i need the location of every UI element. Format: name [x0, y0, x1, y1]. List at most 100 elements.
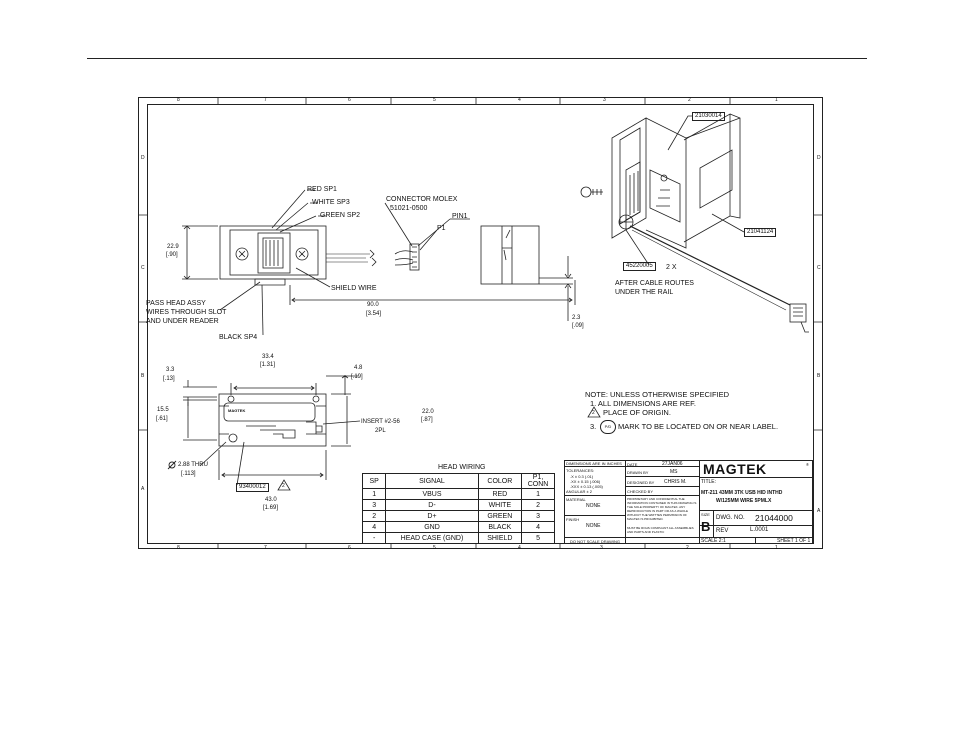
tb-tol1: .X ± 0.3 (.01)	[570, 474, 594, 479]
note-3-text: MARK TO BE LOCATED ON OR NEAR LABEL.	[618, 422, 779, 431]
table-cell: -	[361, 532, 387, 544]
part-tag-93400012: 93400012	[236, 483, 269, 492]
dim-15-5: 15.5	[157, 407, 169, 413]
zone-top-8: 8	[177, 97, 180, 103]
note2-triangle	[587, 406, 601, 418]
dim-3-3: 3.3	[166, 367, 175, 373]
table-cell: 1	[521, 488, 555, 500]
callout-pass-head-1: PASS HEAD ASSY	[146, 300, 206, 307]
tb-proprietary: PROPRIETARY AND CONFIDENTIAL THE INFORMA…	[627, 497, 697, 521]
tb-title-line2: W/125MM WIRE 5PMLX	[716, 498, 772, 504]
callout-insert-2: 2PL	[375, 428, 386, 434]
head-wiring-title: HEAD WIRING	[438, 464, 486, 471]
drawing-frame-inner	[147, 104, 814, 544]
zone-top-4: 4	[518, 97, 521, 103]
zone-left-c: C	[141, 265, 145, 271]
zone-bottom-6: 6	[348, 545, 351, 551]
tb-drawn-value: MS	[670, 469, 678, 475]
callout-thru-hole-2: [.113]	[181, 471, 196, 477]
zone-bottom-7: 7	[264, 545, 267, 551]
tb-no-scale: DO NOT SCALE DRAWING	[570, 539, 621, 544]
note-header: NOTE: UNLESS OTHERWISE SPECIFIED	[585, 390, 730, 399]
callout-pin1: PIN1	[452, 213, 468, 220]
tb-designed-label: DESIGNED BY	[627, 480, 655, 485]
tb-finish-label: FINISH	[566, 517, 580, 522]
page-top-rule	[87, 58, 867, 59]
bottom-view-body	[218, 393, 327, 447]
tb-date-label: DATE	[627, 462, 638, 467]
table-cell: 3	[521, 510, 555, 522]
tb-material-value: NONE	[586, 503, 601, 509]
tb-angular: ANGULAR ± 2	[566, 489, 592, 494]
table-cell: 3	[361, 499, 387, 511]
note-2-text: PLACE OF ORIGIN.	[603, 408, 671, 417]
callout-connector-2: 51021-0500	[390, 205, 428, 212]
title-block-divider	[699, 460, 700, 544]
dim-4-8-in: [.19]	[351, 374, 363, 380]
zone-top-6: 6	[348, 97, 351, 103]
tb-rev-label: REV	[716, 528, 729, 534]
table-cell: GND	[385, 521, 479, 533]
dim-2-3-in: [.09]	[572, 323, 584, 329]
zone-top-5: 5	[433, 97, 436, 103]
tb-sheet: SHEET 1 OF 1	[777, 538, 811, 544]
note-1: 1. ALL DIMENSIONS ARE REF.	[590, 399, 697, 408]
part-tag-21030014: 21030014	[692, 112, 725, 121]
column-header-signal: SIGNAL	[385, 473, 479, 489]
table-cell: HEAD CASE (GND)	[385, 532, 479, 544]
note-3-symbol: P/D	[600, 420, 616, 434]
table-cell: 4	[361, 521, 387, 533]
table-cell: 2	[521, 499, 555, 511]
tb-title-label: TITLE:	[701, 479, 717, 485]
callout-shield-wire: SHIELD WIRE	[331, 285, 377, 292]
zone-right-a: A	[817, 508, 821, 514]
tb-company-registered: ®	[806, 462, 809, 467]
tb-checked-label: CHECKED BY	[627, 489, 654, 494]
tb-drawn-label: DRAWN BY	[627, 470, 649, 475]
column-header-color: COLOR	[477, 473, 523, 489]
table-cell: RED	[477, 488, 523, 500]
tb-company-logo: MAGTEK	[703, 461, 767, 477]
title-block-divider	[564, 515, 625, 516]
zone-right-c: C	[817, 265, 821, 271]
tb-dims-label: DIMENSIONS ARE IN INCHES	[566, 461, 622, 466]
title-block-divider	[564, 537, 813, 538]
tb-size-label: SIZE	[701, 512, 710, 517]
dim-22-9: 22.9	[167, 244, 179, 250]
zone-left-b: B	[141, 373, 145, 379]
tb-scale: SCALE 2:1	[701, 538, 726, 544]
callout-red-sp1: RED SP1	[307, 186, 337, 193]
zone-right-d: D	[817, 155, 821, 161]
tb-size-value: B	[701, 519, 711, 534]
tb-rohs: MUST BE ROHS COMPLIANT ALL ASSEMBLIES AN…	[627, 526, 694, 534]
zone-left-a: A	[141, 486, 145, 492]
tb-designed-value: CHRIS M.	[664, 479, 687, 485]
table-cell: WHITE	[477, 499, 523, 511]
zone-bottom-3: 3	[600, 545, 603, 551]
callout-black-sp4: BLACK SP4	[219, 334, 258, 341]
title-block-divider	[625, 486, 699, 487]
dim-4-8: 4.8	[354, 365, 363, 371]
callout-qty-2x: 2 X	[666, 264, 677, 271]
dim-43-0-in: [1.69]	[263, 505, 279, 511]
callout-green-sp2: GREEN SP2	[320, 212, 361, 219]
note-3-prefix: 3.	[590, 422, 597, 431]
part-tag-21041124: 21041124	[744, 228, 777, 237]
zone-bottom-2: 2	[686, 545, 689, 551]
callout-insert-1: INSERT #2-56	[361, 419, 400, 425]
tb-rev-value: L.0001	[750, 527, 769, 533]
table-cell: SHIELD	[477, 532, 523, 544]
table-cell: 2	[361, 510, 387, 522]
title-block-divider	[699, 525, 813, 526]
table-cell: 5	[521, 532, 555, 544]
table-row: 1 VBUS RED 1	[361, 488, 555, 500]
zone-top-2: 2	[688, 97, 691, 103]
dim-33-4-in: [1.31]	[260, 362, 276, 368]
origin-triangle-marker	[277, 479, 291, 491]
head-wiring-table: SP SIGNAL COLOR P1, CONN 1 VBUS RED 1 3 …	[361, 473, 555, 544]
dim-22-9-in: [.90]	[166, 252, 178, 258]
zone-top-1: 1	[775, 97, 778, 103]
callout-pass-head-3: AND UNDER READER	[146, 318, 219, 325]
tb-dwg-value: 21044000	[755, 513, 793, 523]
